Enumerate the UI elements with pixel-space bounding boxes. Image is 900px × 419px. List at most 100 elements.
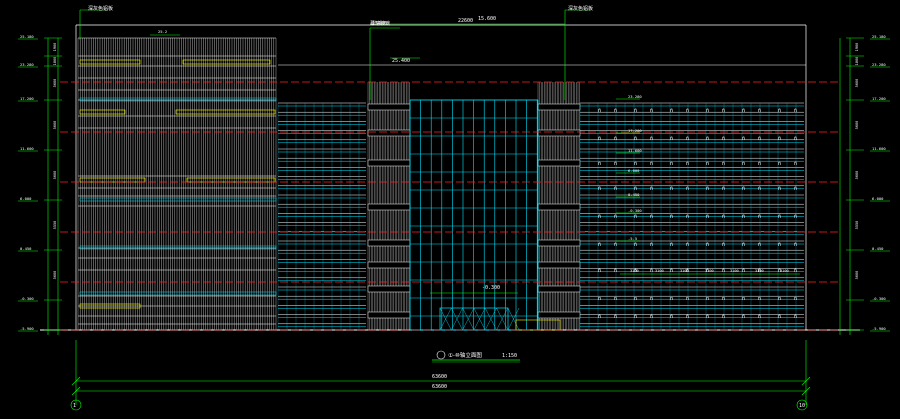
drawing-title: ①-⑩轴立面图 — [448, 351, 482, 359]
window-swing: ñ — [742, 314, 745, 320]
level-tag-text: 6.000 — [628, 168, 640, 173]
window-swing: ñ — [614, 136, 617, 142]
window-swing: ñ — [794, 186, 797, 192]
window-swing: ñ — [794, 136, 797, 142]
window-swing: ñ — [758, 108, 761, 114]
dim-bottom-inner: 63600 — [432, 374, 447, 380]
window-swing: ñ — [742, 242, 745, 248]
window-swing: ñ — [706, 186, 709, 192]
window-swing: ñ — [670, 242, 673, 248]
axis-left-label: 1 — [73, 403, 76, 409]
window-swing: ñ — [670, 186, 673, 192]
window-swing: ñ — [650, 214, 653, 220]
elevation-text: -5.900 — [872, 326, 886, 331]
level-tag-text: 11.600 — [628, 148, 642, 153]
dim-tick — [801, 376, 811, 386]
window-swing: ñ — [670, 314, 673, 320]
window-swing: ñ — [598, 214, 601, 220]
window-swing: ñ — [614, 268, 617, 274]
level-tag-text: 23.280 — [628, 94, 642, 99]
fin-block-band — [537, 103, 581, 111]
window-swing: ñ — [650, 161, 653, 167]
window-swing: ñ — [706, 161, 709, 167]
vdim-text: 5600 — [855, 171, 859, 180]
window-swing: ñ — [650, 296, 653, 302]
window-swing: ñ — [742, 108, 745, 114]
window-swing: ñ — [706, 268, 709, 274]
window-swing: ñ — [686, 136, 689, 142]
window-swing: ñ — [778, 186, 781, 192]
level-tag-text: 0.450 — [628, 192, 640, 197]
elevation-text: -0.300 — [872, 296, 886, 301]
window-swing: ñ — [686, 108, 689, 114]
elevation-text: 0.450 — [20, 246, 32, 251]
window-swing: ñ — [758, 214, 761, 220]
dim-tick — [801, 386, 811, 396]
window-swing: ñ — [722, 108, 725, 114]
bay-dim-text: 3100 — [730, 269, 739, 273]
window-swing: ñ — [634, 186, 637, 192]
fin-block-band — [367, 261, 411, 269]
window-swing: ñ — [598, 136, 601, 142]
elevation-text: 23.280 — [872, 62, 886, 67]
elevation-text: -0.300 — [20, 296, 34, 301]
entrance-door — [496, 307, 508, 331]
elevation-text: 17.200 — [20, 96, 34, 101]
fin-block-band — [537, 203, 581, 211]
sill-band — [79, 177, 146, 183]
window-swing: ñ — [686, 314, 689, 320]
vdim-text: 1800 — [53, 57, 57, 66]
fin-block-band — [367, 103, 411, 111]
window-swing: ñ — [706, 214, 709, 220]
level-tag-text: 17.200 — [628, 128, 642, 133]
elevation-text: -5.900 — [20, 326, 34, 331]
window-swing: ñ — [758, 242, 761, 248]
window-swing: ñ — [794, 214, 797, 220]
window-swing: ñ — [758, 136, 761, 142]
bay-dim-text: 3100 — [630, 269, 639, 273]
window-swing: ñ — [778, 214, 781, 220]
window-swing: ñ — [598, 108, 601, 114]
bay-dim-text: 3100 — [780, 269, 789, 273]
tag-top-right: 深灰色铝板 — [568, 5, 593, 12]
window-swing: ñ — [778, 268, 781, 274]
fin-block-band — [367, 129, 411, 137]
sill-band — [79, 59, 141, 65]
sill-band — [182, 59, 271, 65]
vdim-text: 5600 — [53, 121, 57, 130]
vdim-text: 5600 — [53, 271, 57, 280]
window-swing: ñ — [670, 214, 673, 220]
entrance-door — [507, 307, 520, 331]
window-swing: ñ — [778, 314, 781, 320]
window-swing: ñ — [650, 136, 653, 142]
window-swing: ñ — [794, 242, 797, 248]
tag-entrance: -0.300 — [482, 285, 500, 291]
elevation-text: 11.600 — [872, 146, 886, 151]
window-swing: ñ — [614, 108, 617, 114]
window-swing: ñ — [614, 296, 617, 302]
window-swing: ñ — [614, 314, 617, 320]
elevation-text: 23.280 — [20, 62, 34, 67]
window-swing: ñ — [794, 161, 797, 167]
vdim-text: 5600 — [53, 79, 57, 88]
vdim-text: 5550 — [53, 221, 57, 230]
window-swing: ñ — [686, 242, 689, 248]
elevation-text: 25.180 — [872, 34, 886, 39]
window-swing: ñ — [778, 136, 781, 142]
window-swing: ñ — [722, 136, 725, 142]
vdim-text: 5600 — [855, 121, 859, 130]
tag-top-mid: 幕墙玻璃 — [370, 20, 390, 27]
entrance — [439, 307, 509, 331]
window-swing: ñ — [778, 242, 781, 248]
window-swing: ñ — [634, 296, 637, 302]
window-swing: ñ — [634, 314, 637, 320]
dim-tick — [71, 376, 81, 386]
window-swing: ñ — [614, 242, 617, 248]
axis-bubble-right — [796, 399, 808, 411]
window-swing: ñ — [742, 214, 745, 220]
window-swing: ñ — [634, 136, 637, 142]
window-swing: ñ — [686, 214, 689, 220]
elevation-text: 6.000 — [20, 196, 32, 201]
window-swing: ñ — [670, 108, 673, 114]
tower-glass-band — [79, 245, 277, 250]
